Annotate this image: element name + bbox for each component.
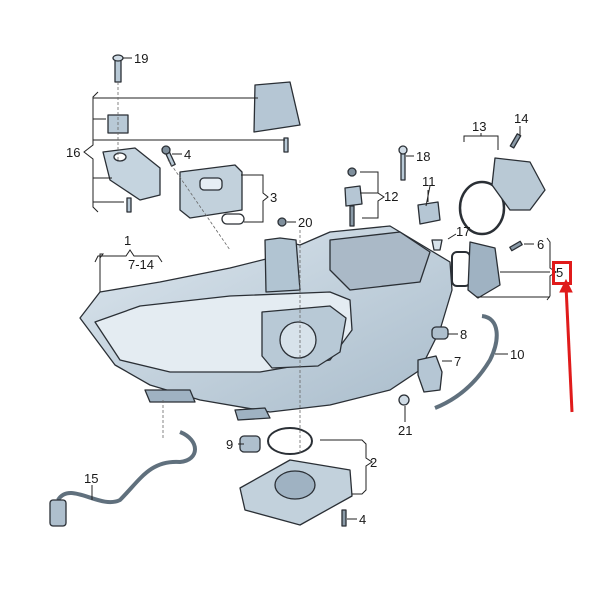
label-7-14: 7-14 xyxy=(128,257,155,272)
label-10: 10 xyxy=(510,347,525,362)
label-1: 1 xyxy=(124,233,132,248)
label-20: 20 xyxy=(298,215,313,230)
label-3: 3 xyxy=(270,190,278,205)
label-11: 11 xyxy=(422,174,436,189)
label-15: 15 xyxy=(84,471,99,486)
label-5-highlight-box xyxy=(552,261,572,285)
label-18: 18 xyxy=(416,149,431,164)
label-5: 5 xyxy=(556,265,564,280)
label-17: 17 xyxy=(456,224,471,239)
label-2: 2 xyxy=(370,455,378,470)
label-16: 16 xyxy=(66,145,81,160)
label-4-top: 4 xyxy=(184,147,192,162)
label-9: 9 xyxy=(226,437,234,452)
label-7: 7 xyxy=(454,354,462,369)
label-14: 14 xyxy=(514,111,529,126)
highlight-arrow xyxy=(559,278,574,413)
label-8: 8 xyxy=(460,327,468,342)
label-6: 6 xyxy=(537,237,545,252)
label-19: 19 xyxy=(134,51,149,66)
label-13: 13 xyxy=(472,119,487,134)
label-4-bottom: 4 xyxy=(359,512,367,527)
label-12: 12 xyxy=(384,189,399,204)
label-21: 21 xyxy=(398,423,413,438)
